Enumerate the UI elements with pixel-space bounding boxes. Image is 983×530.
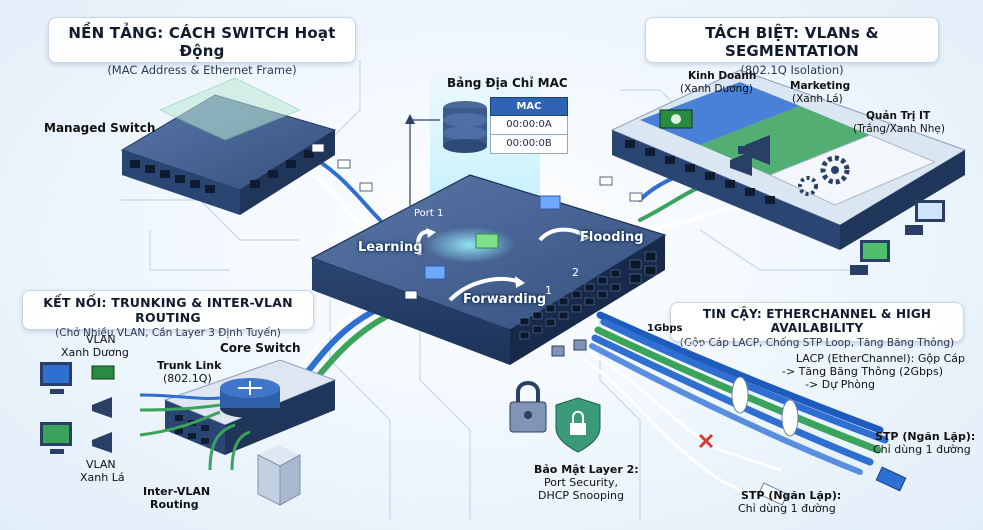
block-x-icon bbox=[698, 433, 714, 449]
port1-label: Port 1 bbox=[414, 208, 444, 219]
kinh-doanh-sub: (Xanh Dương) bbox=[680, 83, 753, 95]
security-line-1: Port Security, bbox=[544, 476, 618, 489]
lacp-line-2: -> Tăng Băng Thông (2Gbps) bbox=[781, 365, 943, 378]
managed-switch bbox=[120, 77, 337, 215]
vlan-switch bbox=[610, 69, 967, 250]
computer-icon-vlan-green bbox=[40, 422, 72, 454]
gbps-label-2: 1Gbps bbox=[680, 341, 709, 351]
megaphone-icon-2 bbox=[730, 151, 752, 176]
trunk-link-label: Trunk Link bbox=[157, 359, 222, 372]
computer-icon-vlan-blue bbox=[40, 362, 72, 394]
mac-table-header: MAC bbox=[490, 97, 568, 116]
computer-icon-green bbox=[850, 240, 890, 275]
security-title: Bảo Mật Layer 2: bbox=[534, 463, 639, 476]
forwarding-label: Forwarding bbox=[463, 292, 547, 307]
managed-switch-label: Managed Switch bbox=[44, 121, 156, 135]
panel-reliability-subtitle: (Gộp Cáp LACP, Chống STP Loop, Tăng Băng… bbox=[679, 337, 955, 349]
money-icon-small bbox=[91, 365, 115, 380]
panel-reliability: TIN CẬY: ETHERCHANNEL & HIGH AVAILABILIT… bbox=[670, 302, 964, 349]
lacp-line-3: -> Dự Phòng bbox=[805, 378, 875, 391]
padlock-icon-small bbox=[551, 339, 587, 357]
panel-segmentation-subtitle: (802.1Q Isolation) bbox=[740, 63, 844, 77]
step-number-2: 2 bbox=[572, 266, 579, 279]
vlan-blue-label: VLAN bbox=[86, 333, 116, 346]
panel-foundation-title: NỀN TẢNG: CÁCH SWITCH Hoạt Động bbox=[68, 24, 336, 60]
envelope-icons bbox=[311, 143, 643, 300]
panel-trunking: KẾT NỐI: TRUNKING & INTER-VLAN ROUTING (… bbox=[22, 290, 314, 339]
trunk-link-sub: (802.1Q) bbox=[163, 372, 212, 385]
panel-segmentation-title: TÁCH BIỆT: VLANs & SEGMENTATION bbox=[705, 24, 879, 60]
router-icon bbox=[220, 378, 280, 418]
stp-right-label: STP (Ngăn Lặp): bbox=[875, 430, 976, 443]
gear-icon bbox=[820, 155, 850, 185]
kinh-doanh-label: Kinh Doanh bbox=[688, 70, 757, 82]
server-tower-icon bbox=[257, 445, 301, 506]
marketing-sub: (Xanh Lá) bbox=[792, 93, 843, 105]
intervlan-label: Inter-VLAN bbox=[143, 485, 211, 498]
panel-foundation: NỀN TẢNG: CÁCH SWITCH Hoạt Động (MAC Add… bbox=[48, 17, 356, 77]
flooding-label: Flooding bbox=[580, 230, 644, 245]
money-icon bbox=[659, 109, 693, 129]
intervlan-sub: Routing bbox=[150, 498, 199, 511]
mac-table-row: 00:00:0B bbox=[490, 135, 568, 154]
mac-table-title: Bảng Địa Chỉ MAC bbox=[447, 76, 568, 90]
database-icon bbox=[443, 101, 487, 153]
mac-table-row: 00:00:0A bbox=[490, 116, 568, 135]
mac-table: MAC 00:00:0A 00:00:0B bbox=[490, 97, 568, 154]
quan-tri-label: Quản Trị IT bbox=[866, 110, 931, 122]
vlan-green-sub: Xanh Lá bbox=[80, 471, 125, 484]
panel-reliability-title: TIN CẬY: ETHERCHANNEL & HIGH AVAILABILIT… bbox=[702, 307, 932, 335]
computer-icon-top-right bbox=[905, 200, 945, 235]
etherchannel-bundle bbox=[583, 311, 889, 502]
vlan-green-label: VLAN bbox=[86, 458, 116, 471]
panel-foundation-subtitle: (MAC Address & Ethernet Frame) bbox=[107, 63, 297, 77]
central-switch bbox=[310, 174, 667, 365]
learning-label: Learning bbox=[358, 240, 423, 255]
panel-trunking-title: KẾT NỐI: TRUNKING & INTER-VLAN ROUTING bbox=[43, 295, 293, 325]
shield-icon bbox=[555, 397, 601, 453]
panel-segmentation: TÁCH BIỆT: VLANs & SEGMENTATION (802.1Q … bbox=[645, 17, 939, 77]
security-line-2: DHCP Snooping bbox=[538, 489, 624, 502]
cable-plug-icon bbox=[758, 466, 907, 506]
padlock-icon bbox=[509, 381, 547, 433]
stp-bottom-label: STP (Ngăn Lặp): bbox=[741, 489, 842, 502]
gbps-label-1: 1Gbps bbox=[647, 323, 683, 334]
megaphone-icon-small bbox=[92, 397, 112, 418]
panel-trunking-subtitle: (Chở Nhiều VLAN, Cần Layer 3 Định Tuyến) bbox=[55, 327, 281, 339]
megaphone-icon-small-2 bbox=[92, 432, 112, 453]
marketing-label: Marketing bbox=[790, 80, 851, 92]
stp-right-sub: Chỉ dùng 1 đường bbox=[873, 443, 971, 456]
lacp-line-1: LACP (EtherChannel): Gộp Cáp bbox=[795, 352, 965, 365]
vlan-blue-sub: Xanh Dương bbox=[61, 346, 129, 359]
quan-tri-sub: (Trắng/Xanh Nhẹ) bbox=[853, 123, 945, 135]
stp-bottom-sub: Chỉ dùng 1 đường bbox=[738, 502, 836, 515]
core-switch-label: Core Switch bbox=[220, 341, 301, 355]
trunk-arrows bbox=[139, 393, 251, 471]
step-number-1: 1 bbox=[545, 284, 552, 297]
gear-icon-2 bbox=[798, 176, 818, 196]
